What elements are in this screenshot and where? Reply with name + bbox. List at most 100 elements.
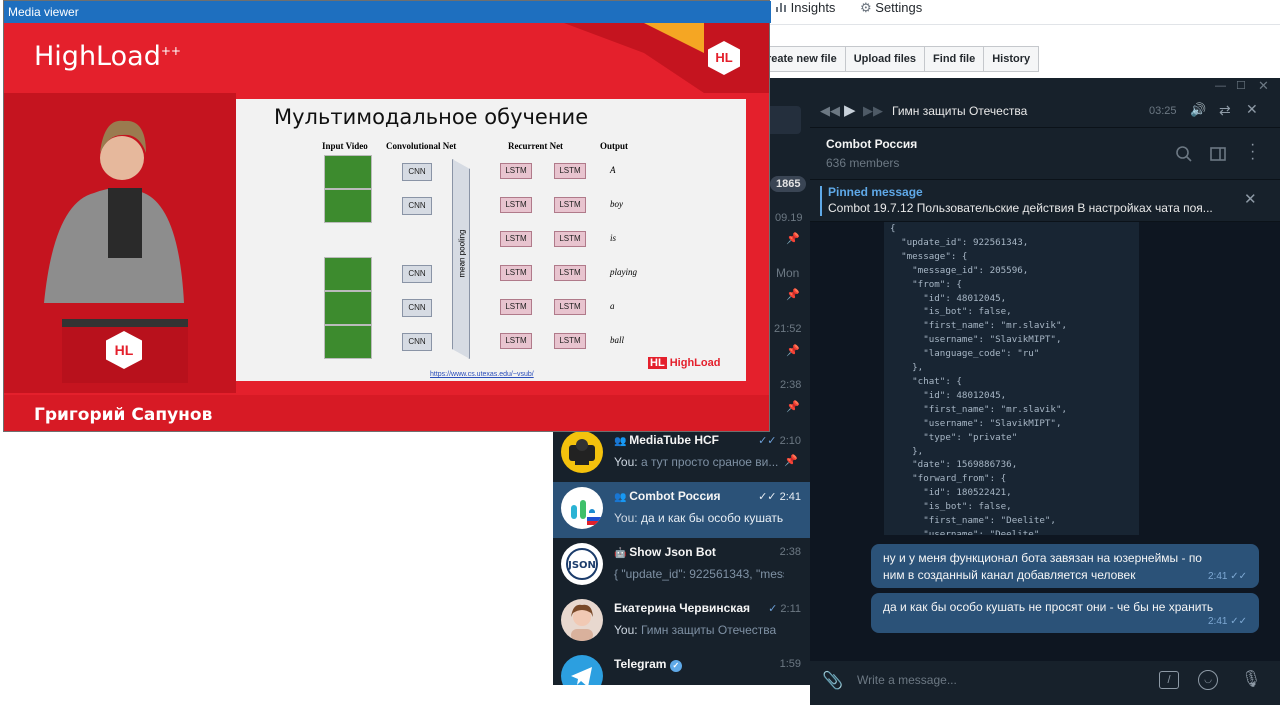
video-frame-thumb <box>324 257 372 291</box>
cnn-box: CNN <box>402 163 432 181</box>
tab-settings[interactable]: ⚙ Settings <box>860 0 922 18</box>
volume-icon[interactable]: 🔊 <box>1190 102 1207 117</box>
emoji-icon[interactable]: ◡ <box>1198 670 1218 690</box>
chat-name: 🤖 Show Json Bot <box>614 545 716 559</box>
output-word: a <box>610 301 615 311</box>
video-frame[interactable]: HighLoad++ HL HL Мультимодальное обучени… <box>4 23 769 431</box>
json-code-message: { "update_id": 922561343, "message": { "… <box>884 222 1139 535</box>
message-input[interactable]: Write a message... <box>857 673 957 687</box>
verified-icon: ✓ <box>669 660 682 672</box>
bot-icon: 🤖 <box>614 548 630 559</box>
more-menu-icon[interactable]: ··· <box>1250 136 1256 167</box>
chat-name: 👥 MediaTube HCF <box>614 433 720 447</box>
column-header: Convolutional Net <box>386 141 457 151</box>
code-line: "update_id": 922561343, <box>890 236 1029 248</box>
code-line: "from": { <box>890 278 962 290</box>
message-composer: 📎 Write a message... / ◡ 🎙 <box>810 661 1280 705</box>
chat-time: ✓✓ 2:10 <box>758 435 801 447</box>
chat-item-ekaterina[interactable]: Екатерина Червинская ✓ 2:11 You: Гимн за… <box>553 594 810 650</box>
chat-time: 1:59 <box>779 658 801 670</box>
cnn-box: CNN <box>402 299 432 317</box>
minimize-icon[interactable]: — <box>1215 80 1226 92</box>
chat-time: ✓✓ 2:41 <box>758 491 801 503</box>
code-line: "type": "private" <box>890 431 1018 443</box>
avatar <box>561 487 603 529</box>
bar-chart-icon <box>776 3 786 12</box>
output-word: boy <box>610 199 623 209</box>
play-icon[interactable]: ▶ <box>844 102 856 119</box>
group-icon: 👥 <box>614 436 630 447</box>
search-icon[interactable] <box>1175 145 1193 163</box>
avatar <box>561 431 603 473</box>
track-title: Гимн защиты Отечества <box>892 104 1028 118</box>
message-text: да и как бы особо кушать не просят они -… <box>883 600 1214 614</box>
video-frame-thumb <box>324 291 372 325</box>
find-file-button[interactable]: Find file <box>924 46 985 72</box>
output-word: is <box>610 233 617 243</box>
commands-icon[interactable]: / <box>1159 671 1179 689</box>
cnn-box: CNN <box>402 333 432 351</box>
pin-icon: 📌 <box>786 401 800 413</box>
double-check-icon: ✓✓ <box>1230 616 1247 627</box>
check-icon: ✓ <box>768 603 778 615</box>
github-divider <box>770 24 1280 25</box>
code-line: "username": "SlavikMIPT", <box>890 334 1062 346</box>
sidebar-toggle-icon[interactable] <box>1209 145 1227 163</box>
media-viewer-window: Media viewer HighLoad++ HL HL Мультимода… <box>3 0 771 432</box>
chat-header[interactable]: Combot Россия 636 members ··· <box>810 128 1280 180</box>
avatar <box>561 599 603 641</box>
pinned-message[interactable]: Pinned message Combot 19.7.12 Пользовате… <box>810 180 1280 222</box>
code-line: "language_code": "ru" <box>890 348 1040 360</box>
maximize-icon[interactable]: ☐ <box>1236 80 1246 92</box>
pin-icon: 📌 <box>784 455 798 467</box>
code-line: "message": { <box>890 250 968 262</box>
message-bubble: ну и у меня функционал бота завязан на ю… <box>871 544 1259 588</box>
tab-insights-label: Insights <box>790 0 836 15</box>
chat-item-mediatube[interactable]: 👥 MediaTube HCF ✓✓ 2:10 You: а тут прост… <box>553 426 810 482</box>
double-check-icon: ✓✓ <box>758 491 777 503</box>
chat-item-json-bot[interactable]: JSON 🤖 Show Json Bot 2:38 { "update_id":… <box>553 538 810 594</box>
microphone-icon[interactable]: 🎙 <box>1241 671 1262 688</box>
code-line: }, <box>890 362 924 374</box>
chat-preview: You: Гимн защиты Отечества <box>614 623 777 637</box>
lstm-box: LSTM <box>554 231 586 247</box>
audio-player: ◀◀ ▶ ▶▶ Гимн защиты Отечества 03:25 🔊 ⇄ … <box>810 96 1280 128</box>
next-track-icon[interactable]: ▶▶ <box>863 103 883 118</box>
attach-icon[interactable]: 📎 <box>822 671 844 690</box>
video-frame-thumb <box>324 155 372 189</box>
lstm-box: LSTM <box>554 299 586 315</box>
slide-url[interactable]: https://www.cs.utexas.edu/~vsub/ <box>430 371 534 378</box>
close-player-icon[interactable]: ✕ <box>1246 101 1258 117</box>
chat-preview: You: а тут просто сраное ви... <box>614 455 779 469</box>
tab-insights[interactable]: Insights <box>775 0 835 18</box>
pinned-text: Combot 19.7.12 Пользовательские действия… <box>828 201 1213 215</box>
double-check-icon: ✓✓ <box>1230 571 1247 582</box>
chat-item-combot[interactable]: 👥 Combot Россия ✓✓ 2:41 You: да и как бы… <box>553 482 810 538</box>
column-header: Output <box>600 141 629 151</box>
message-bubble: да и как бы особо кушать не просят они -… <box>871 593 1259 633</box>
close-pinned-icon[interactable]: ✕ <box>1244 191 1257 208</box>
repeat-icon[interactable]: ⇄ <box>1219 102 1231 118</box>
create-file-button[interactable]: reate new file <box>759 46 846 72</box>
chat-name: Екатерина Червинская <box>614 601 750 615</box>
history-button[interactable]: History <box>983 46 1040 72</box>
lstm-box: LSTM <box>500 197 532 213</box>
stage-graphics <box>4 23 769 431</box>
pin-icon: 📌 <box>786 233 800 245</box>
lstm-box: LSTM <box>554 265 586 281</box>
avatar <box>561 655 603 685</box>
cnn-box: CNN <box>402 265 432 283</box>
previous-track-icon[interactable]: ◀◀ <box>820 103 840 118</box>
code-line: "message_id": 205596, <box>890 264 1029 276</box>
presentation-slide: Мультимодальное обучение Input Video Con… <box>236 99 746 381</box>
chat-item-telegram[interactable]: Telegram ✓ 1:59 <box>553 650 810 685</box>
upload-files-button[interactable]: Upload files <box>844 46 926 72</box>
speaker-name: Григорий Сапунов <box>34 405 213 425</box>
unread-badge: 1865 <box>770 176 807 192</box>
chat-name: Telegram ✓ <box>614 657 682 672</box>
lstm-box: LSTM <box>500 333 532 349</box>
video-frame-thumb <box>324 189 372 223</box>
lstm-box: LSTM <box>554 163 586 179</box>
lstm-box: LSTM <box>500 231 532 247</box>
close-window-icon[interactable]: ✕ <box>1258 78 1269 93</box>
